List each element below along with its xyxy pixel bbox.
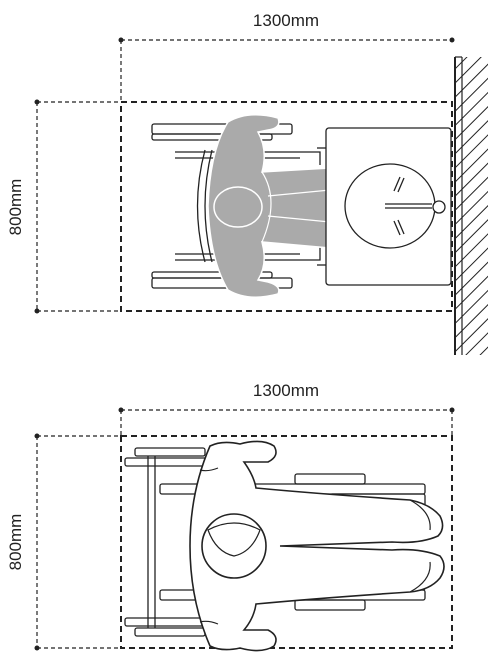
bottom-width-dimension: 1300mm <box>118 381 455 436</box>
top-person <box>207 114 331 298</box>
top-depth-label: 800mm <box>6 179 25 236</box>
top-width-label: 1300mm <box>253 11 319 30</box>
bottom-diagram: 1300mm 800mm <box>6 381 455 652</box>
bottom-depth-dimension: 800mm <box>6 433 121 651</box>
top-diagram: 1300mm 800mm <box>6 11 488 355</box>
bottom-head <box>201 513 267 579</box>
top-clearance-area <box>120 101 453 312</box>
bottom-depth-label: 800mm <box>6 514 25 571</box>
top-depth-dimension: 800mm <box>6 99 121 314</box>
wall <box>454 56 488 355</box>
faucet-icon <box>385 176 446 236</box>
bottom-person <box>189 440 445 652</box>
bottom-clearance-area <box>120 435 453 649</box>
bottom-width-label: 1300mm <box>253 381 319 400</box>
sink-counter <box>317 127 452 286</box>
top-width-dimension: 1300mm <box>118 11 455 102</box>
top-head <box>213 186 263 228</box>
